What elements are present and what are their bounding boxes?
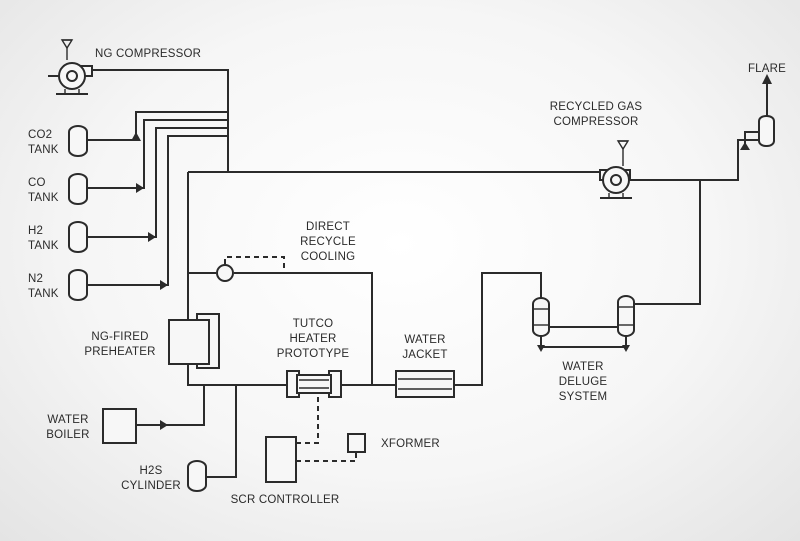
- label-co2-line2: TANK: [28, 144, 59, 156]
- flow-arrows: [131, 74, 772, 430]
- signal-lines: [224, 256, 357, 462]
- pipe-co-tank: [87, 119, 228, 189]
- label-flare: FLARE: [748, 63, 786, 75]
- pipe-direct-recycle: [188, 272, 373, 385]
- label-co-line2: TANK: [28, 192, 59, 204]
- arrow-deluge-2: [622, 345, 630, 352]
- flare-stack-icon: [758, 115, 775, 147]
- co-tank-icon: [68, 173, 88, 205]
- label-boiler-line2: BOILER: [46, 429, 89, 441]
- pipe-rgc-to-flare: [630, 139, 764, 181]
- ng-compressor-icon: [48, 39, 93, 95]
- label-tutco-line3: PROTOTYPE: [277, 348, 350, 360]
- signal-heater-controller: [296, 397, 319, 444]
- arrow-co: [136, 183, 144, 193]
- h2s-cylinder-icon: [187, 460, 207, 492]
- arrow-flare-out: [762, 74, 772, 84]
- label-xformer: XFORMER: [381, 438, 440, 450]
- label-n2-line2: TANK: [28, 288, 59, 300]
- label-drc-line1: DIRECT: [306, 221, 350, 233]
- arrow-deluge-1: [537, 345, 545, 352]
- label-h2-line1: H2: [28, 225, 43, 237]
- label-deluge-line1: WATER: [562, 361, 603, 373]
- label-preheater-line2: PREHEATER: [84, 346, 155, 358]
- pipe-water-boiler: [136, 385, 205, 426]
- label-rgc-line1: RECYCLED GAS: [550, 101, 643, 113]
- pipe-jacket-to-deluge: [454, 272, 542, 386]
- co2-tank-icon: [68, 125, 88, 157]
- label-co-line1: CO: [28, 177, 46, 189]
- arrow-co2: [131, 132, 141, 141]
- label-n2-line1: N2: [28, 273, 43, 285]
- label-tutco-line1: TUTCO: [293, 318, 334, 330]
- label-jacket-line2: JACKET: [402, 349, 447, 361]
- label-jacket-line1: WATER: [404, 334, 445, 346]
- label-h2s-line2: CYLINDER: [121, 480, 181, 492]
- arrow-h2: [148, 232, 156, 242]
- water-boiler-icon: [102, 408, 137, 444]
- label-drc-line2: RECYCLE: [300, 236, 356, 248]
- label-h2s-line1: H2S: [140, 465, 163, 477]
- label-ng-compressor: NG COMPRESSOR: [95, 48, 201, 60]
- label-preheater-line1: NG-FIRED: [91, 331, 148, 343]
- signal-controller-xformer: [296, 452, 357, 462]
- label-boiler-line1: WATER: [47, 414, 88, 426]
- ng-fired-preheater-icon: [168, 313, 220, 369]
- tutco-heater-icon: [286, 370, 342, 398]
- label-h2-line2: TANK: [28, 240, 59, 252]
- arrow-n2: [160, 280, 168, 290]
- label-deluge-line3: SYSTEM: [559, 391, 608, 403]
- label-drc-line3: COOLING: [301, 251, 355, 263]
- pipe-left-main: [187, 172, 287, 386]
- recycle-valve-icon: [216, 264, 234, 282]
- pipe-n2-tank: [87, 135, 228, 286]
- signal-recycle-cooling: [224, 256, 285, 273]
- n2-tank-icon: [68, 269, 88, 301]
- label-rgc-line2: COMPRESSOR: [553, 116, 638, 128]
- pipe-network: [87, 69, 768, 478]
- label-scr-controller: SCR CONTROLLER: [231, 494, 340, 506]
- pipe-deluge-link: [540, 326, 627, 348]
- xformer-icon: [347, 433, 366, 453]
- label-deluge-line2: DELUGE: [559, 376, 608, 388]
- scr-controller-icon: [265, 436, 297, 483]
- pipe-co2-tank: [87, 111, 228, 141]
- label-co2-line1: CO2: [28, 129, 52, 141]
- h2-tank-icon: [68, 221, 88, 253]
- pipe-h2s-cylinder: [206, 385, 237, 478]
- deluge-vessel-1-icon: [532, 297, 550, 337]
- water-jacket-icon: [395, 370, 455, 398]
- pipe-deluge-to-flare: [634, 180, 701, 305]
- arrow-flare-small: [740, 142, 750, 150]
- label-tutco-line2: HEATER: [290, 333, 337, 345]
- arrow-water-boiler: [160, 420, 168, 430]
- recycled-gas-compressor-icon: [599, 140, 632, 199]
- pipe-ng-compressor: [92, 69, 229, 172]
- deluge-vessel-2-icon: [617, 295, 635, 337]
- pipe-h2-tank: [87, 127, 228, 238]
